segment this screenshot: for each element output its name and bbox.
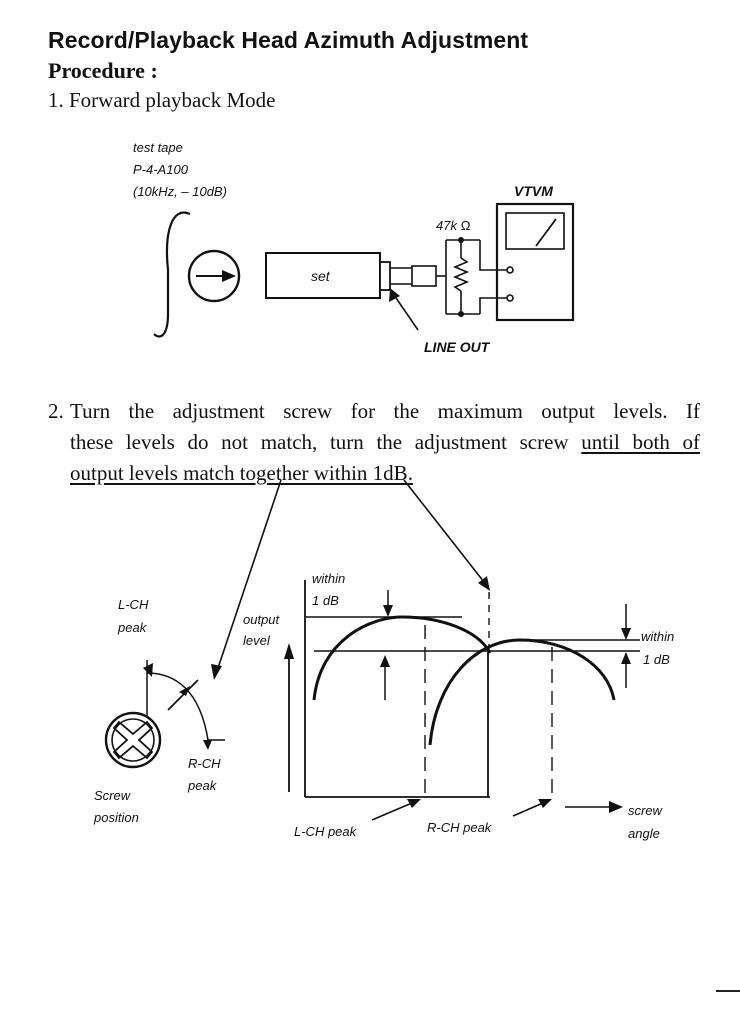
lch-peak-screw-2: peak [117, 620, 148, 635]
step-2-underlined-start: until both of [581, 430, 700, 454]
page-edge-mark [716, 990, 740, 992]
rch-response-curve [428, 638, 616, 746]
screw-icon [104, 711, 162, 769]
playback-setup-diagram: test tape P-4-A100 (10kHz, – 10dB) set 4… [133, 140, 575, 355]
test-tape-label-3: (10kHz, – 10dB) [133, 184, 227, 199]
output-level-1: output [243, 612, 281, 627]
screw-position-2: position [93, 810, 139, 825]
lch-peak-screw-1: L-CH [118, 597, 149, 612]
within-top-2: 1 dB [312, 593, 339, 608]
step-2-line-2: these levels do not match, turn the adju… [70, 427, 700, 458]
head-arrow-icon [222, 270, 236, 282]
screw-position-1: Screw [94, 788, 132, 803]
rch-peak-screw-1: R-CH [188, 756, 221, 771]
output-level-2: level [243, 633, 271, 648]
screw-angle-1: screw [628, 803, 664, 818]
line-out-jack [379, 261, 391, 291]
step-2-number: 2. [48, 399, 64, 423]
within-top-1: within [312, 571, 345, 586]
test-tape-label-2: P-4-A100 [133, 162, 189, 177]
within-right-1: within [641, 629, 674, 644]
vtvm-label: VTVM [514, 183, 553, 199]
page-title: Record/Playback Head Azimuth Adjustment [48, 27, 529, 53]
screw-angle-2: angle [628, 826, 660, 841]
test-tape-label-1: test tape [133, 140, 183, 155]
step-2-line-3: output levels match together within 1dB. [70, 458, 700, 489]
rch-peak-axis-label: R-CH peak [427, 820, 493, 835]
step-2-underlined-end: output levels match together within 1dB. [70, 461, 413, 485]
playback-head-icon [187, 249, 241, 303]
lch-peak-axis-label: L-CH peak [294, 824, 358, 839]
step-2-line-1: Turn the adjustment screw for the maximu… [70, 399, 700, 423]
line-out-plug [411, 265, 437, 287]
lch-response-curve [312, 615, 492, 701]
meter-window [505, 212, 565, 250]
resistor-label: 47k Ω [436, 218, 471, 233]
step-2-paragraph: 2. Turn the adjustment screw for the max… [48, 396, 700, 489]
vtvm-meter [495, 202, 575, 322]
step-2-body: Turn the adjustment screw for the maximu… [70, 396, 700, 489]
within-right-2: 1 dB [643, 652, 670, 667]
line-out-label: LINE OUT [424, 339, 491, 355]
line-out-pointer [393, 294, 419, 331]
step-2-line-2a: these levels do not match, turn the adju… [70, 430, 582, 454]
set-label: set [311, 268, 331, 284]
tape-icon [153, 211, 191, 338]
resistor-icon [452, 257, 470, 292]
procedure-heading: Procedure : [48, 58, 158, 83]
screw-slot [112, 720, 154, 760]
rch-peak-screw-2: peak [187, 778, 218, 793]
callout-line-screw [217, 479, 282, 669]
meter-needle [535, 218, 557, 247]
step-1-text: 1. Forward playback Mode [48, 88, 276, 112]
callout-line-curve [403, 479, 485, 583]
